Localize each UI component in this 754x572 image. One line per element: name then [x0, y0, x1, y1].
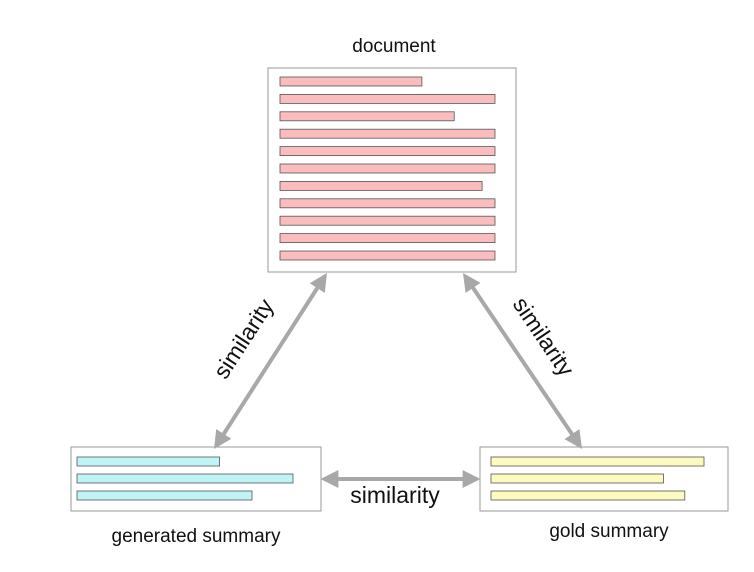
document-node: document — [267, 36, 517, 273]
document-line-4 — [279, 128, 496, 139]
document-line-2 — [279, 94, 496, 104]
generated-summary-line-1 — [76, 456, 221, 467]
gold-summary-line-2 — [490, 473, 664, 484]
edge-document-gold-label: similarity — [508, 292, 580, 381]
document-line-11 — [279, 250, 496, 261]
edge-generated-gold-label: similarity — [350, 482, 440, 508]
document-line-8 — [279, 198, 496, 209]
document-lines — [279, 76, 496, 261]
document-line-9 — [279, 215, 496, 226]
generated-summary-caption: generated summary — [112, 526, 281, 547]
edge-document-generated-label: similarity — [208, 294, 279, 384]
gold-summary-caption: gold summary — [549, 521, 669, 542]
gold-summary-lines — [490, 456, 705, 501]
document-line-6 — [279, 163, 496, 174]
document-line-10 — [279, 233, 496, 244]
document-line-7 — [279, 180, 483, 191]
document-line-3 — [279, 111, 455, 122]
gold-summary-line-1 — [490, 456, 705, 467]
generated-summary-lines — [76, 456, 294, 501]
document-line-1 — [279, 76, 423, 87]
edge-document-gold-arrow — [462, 273, 583, 449]
generated-summary-line-3 — [76, 490, 253, 501]
gold-summary-node: gold summary — [479, 446, 729, 542]
document-caption: document — [352, 36, 436, 57]
document-line-5 — [279, 146, 496, 157]
edge-document-generated-arrow — [214, 272, 327, 450]
generated-summary-node: generated summary — [70, 446, 322, 547]
generated-summary-line-2 — [76, 473, 294, 484]
gold-summary-line-3 — [490, 490, 686, 501]
